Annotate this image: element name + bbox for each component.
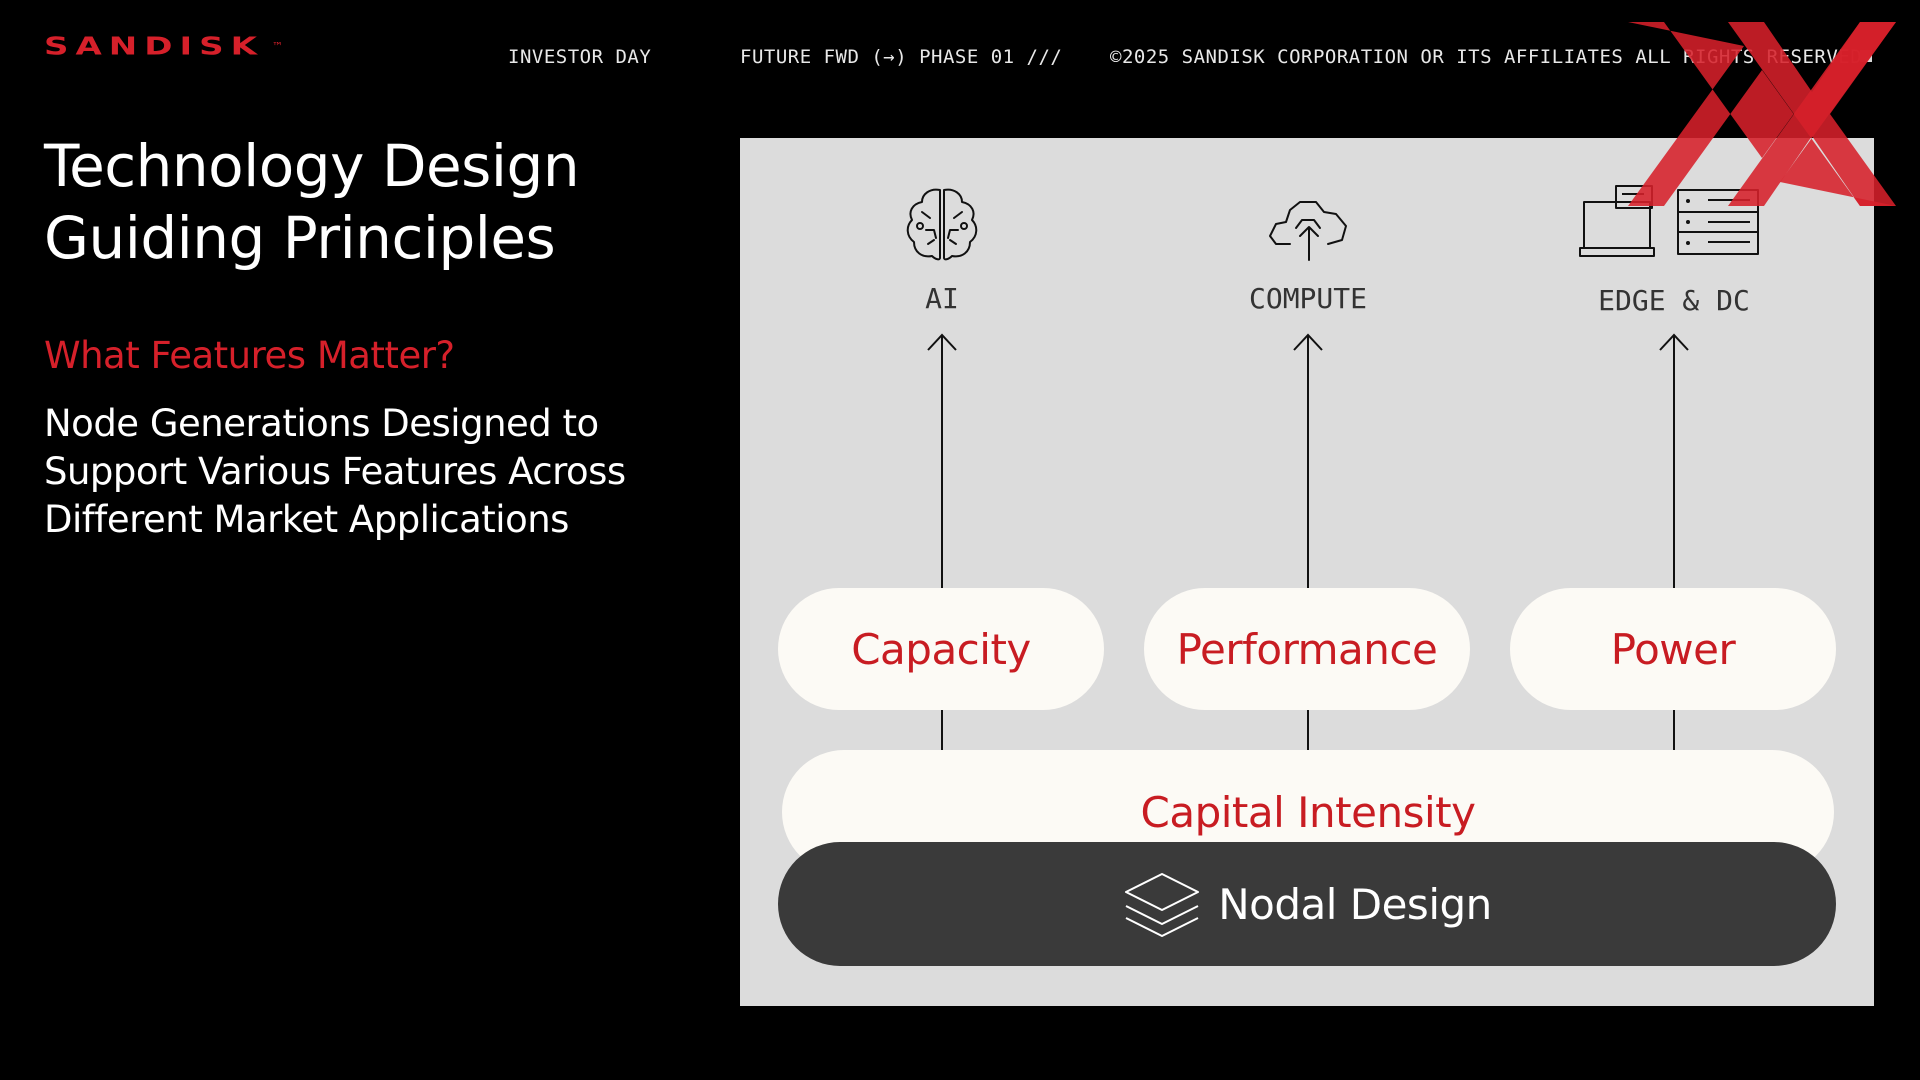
body-line-3: Different Market Applications bbox=[44, 498, 569, 541]
header-event: INVESTOR DAY bbox=[508, 46, 652, 68]
body-line-1: Node Generations Designed to bbox=[44, 402, 599, 445]
logo-trademark: ™ bbox=[272, 40, 283, 53]
feature-pill-capacity: Capacity bbox=[778, 588, 1104, 710]
body-text: Node Generations Designed to Support Var… bbox=[44, 400, 684, 544]
page-title: Technology Design Guiding Principles bbox=[44, 130, 580, 274]
layers-icon bbox=[1125, 873, 1200, 937]
header-copyright: ©2025 SANDISK CORPORATION OR ITS AFFILIA… bbox=[1110, 46, 1863, 68]
diagram-panel: AI COMPUTE EDGE & DC Capacity Performanc… bbox=[740, 138, 1874, 1006]
column-label-ai: AI bbox=[925, 282, 959, 315]
body-line-2: Support Various Features Across bbox=[44, 450, 626, 493]
header-phase: FUTURE FWD (→) PHASE 01 /// bbox=[740, 46, 1063, 68]
logo-wordmark: SANDISK bbox=[44, 32, 264, 61]
column-label-edge-dc: EDGE & DC bbox=[1598, 284, 1750, 317]
section-subtitle: What Features Matter? bbox=[44, 334, 455, 377]
feature-pill-power: Power bbox=[1510, 588, 1836, 710]
feature-pill-performance: Performance bbox=[1144, 588, 1470, 710]
cloud-upload-icon bbox=[1269, 201, 1347, 261]
title-line-2: Guiding Principles bbox=[44, 204, 556, 272]
sandisk-logo: SANDISK ™ bbox=[44, 32, 284, 72]
watermark-xx bbox=[1628, 22, 1896, 206]
nodal-design-label: Nodal Design bbox=[1218, 879, 1492, 929]
title-line-1: Technology Design bbox=[44, 132, 580, 200]
column-label-compute: COMPUTE bbox=[1248, 282, 1367, 315]
brain-icon bbox=[906, 188, 978, 261]
nodal-design-bar: Nodal Design bbox=[778, 842, 1836, 966]
